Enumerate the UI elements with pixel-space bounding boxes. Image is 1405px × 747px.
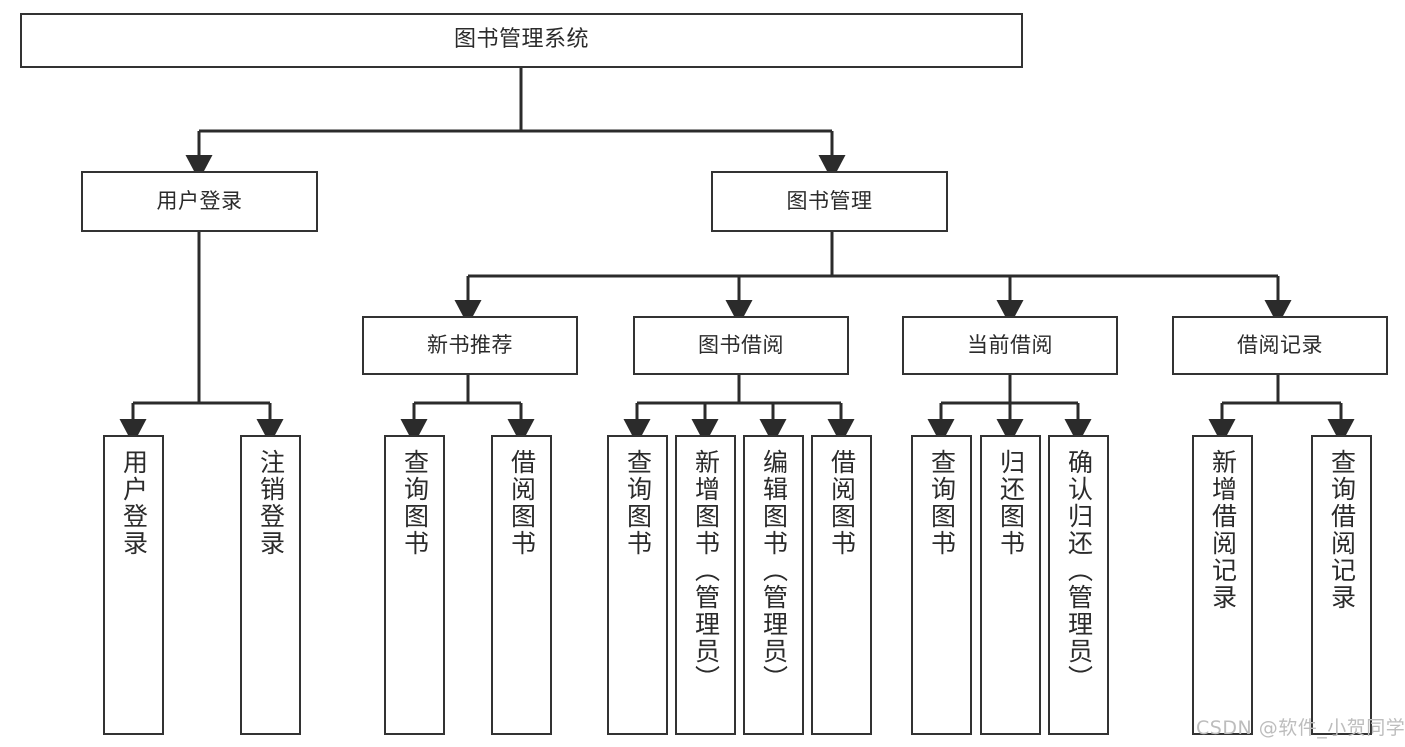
leaf-new-book-query[interactable]: 查询图书 [384, 435, 445, 735]
leaf-book-borrow-query[interactable]: 查询图书 [607, 435, 668, 735]
node-label: 注销登录 [256, 449, 286, 557]
node-label: 用户登录 [156, 188, 243, 213]
node-label: 新增借阅记录 [1208, 449, 1238, 611]
node-root-system[interactable]: 图书管理系统 [20, 13, 1023, 68]
node-borrow-record[interactable]: 借阅记录 [1172, 316, 1388, 375]
leaf-current-borrow-query[interactable]: 查询图书 [911, 435, 972, 735]
node-label: 归还图书 [996, 449, 1026, 557]
node-label: 图书借阅 [698, 332, 784, 357]
leaf-borrow-record-add[interactable]: 新增借阅记录 [1192, 435, 1253, 735]
node-label: 新增图书（管理员） [691, 449, 721, 692]
node-user-login[interactable]: 用户登录 [81, 171, 318, 232]
node-book-management[interactable]: 图书管理 [711, 171, 948, 232]
node-label: 图书管理系统 [453, 27, 589, 53]
leaf-book-borrow-edit[interactable]: 编辑图书（管理员） [743, 435, 804, 735]
leaf-current-borrow-return[interactable]: 归还图书 [980, 435, 1041, 735]
node-label: 查询图书 [927, 449, 957, 557]
leaf-current-borrow-confirm-return[interactable]: 确认归还（管理员） [1048, 435, 1109, 735]
node-label: 查询图书 [623, 449, 653, 557]
leaf-borrow-record-query[interactable]: 查询借阅记录 [1311, 435, 1372, 735]
node-label: 用户登录 [119, 449, 149, 557]
node-label: 编辑图书（管理员） [759, 449, 789, 692]
node-label: 查询图书 [400, 449, 430, 557]
node-label: 确认归还（管理员） [1064, 449, 1094, 692]
node-label: 当前借阅 [967, 332, 1053, 357]
leaf-book-borrow-add[interactable]: 新增图书（管理员） [675, 435, 736, 735]
node-label: 查询借阅记录 [1327, 449, 1357, 611]
node-new-book-recommend[interactable]: 新书推荐 [362, 316, 578, 375]
node-label: 借阅记录 [1237, 332, 1323, 357]
node-label: 图书管理 [786, 188, 873, 213]
leaf-new-book-borrow[interactable]: 借阅图书 [491, 435, 552, 735]
leaf-book-borrow-borrow[interactable]: 借阅图书 [811, 435, 872, 735]
leaf-user-login-login[interactable]: 用户登录 [103, 435, 164, 735]
node-book-borrow[interactable]: 图书借阅 [633, 316, 849, 375]
node-label: 新书推荐 [427, 332, 513, 357]
node-label: 借阅图书 [827, 449, 857, 557]
node-label: 借阅图书 [507, 449, 537, 557]
leaf-user-login-logout[interactable]: 注销登录 [240, 435, 301, 735]
node-current-borrow[interactable]: 当前借阅 [902, 316, 1118, 375]
